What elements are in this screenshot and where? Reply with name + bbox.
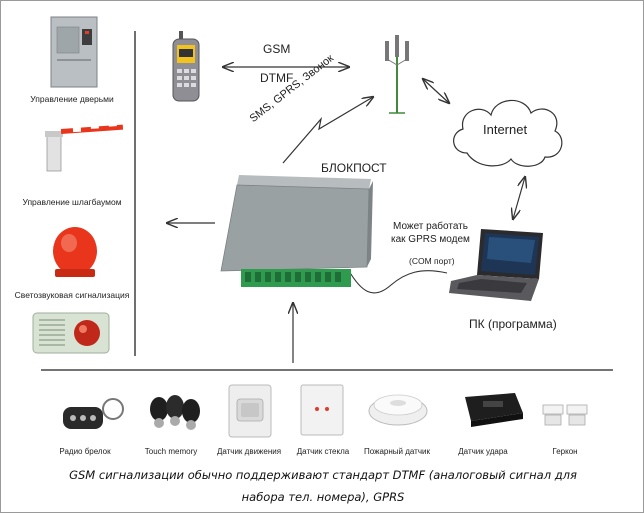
siren-label: Светозвуковая сигнализация — [14, 290, 130, 300]
motion-sensor-icon — [228, 384, 272, 438]
internet-link-arrow — [423, 79, 449, 103]
door-controller-icon — [50, 16, 98, 88]
shock-sensor-label: Датчик удара — [458, 447, 508, 456]
pc-program-label: ПК (программа) — [469, 317, 557, 331]
blockpost-device — [220, 175, 373, 287]
internet-label: Internet — [483, 122, 528, 137]
touch-memory-key-icon — [150, 395, 200, 430]
glass-break-sensor-icon — [300, 384, 344, 436]
radio-keyfob-label: Радио брелок — [59, 447, 111, 456]
dtmf-label: DTMF — [260, 71, 294, 85]
sms-link-arrow — [282, 97, 373, 164]
laptop-icon — [449, 229, 543, 301]
door-control-label: Управление дверьми — [30, 94, 114, 104]
shock-sensor-icon — [465, 393, 523, 427]
com-port-label: (COM порт) — [409, 256, 455, 266]
com-cable — [348, 270, 448, 294]
barrier-gate-icon — [45, 121, 124, 172]
mobile-phone-icon — [172, 31, 200, 102]
siren-light-icon — [53, 227, 97, 277]
caption-line1: GSM сигнализации обычно поддерживают ста… — [69, 468, 577, 482]
smoke-detector-icon — [368, 394, 428, 426]
touch-memory-label: Touch memory — [144, 447, 198, 456]
smoke-detector-label: Пожарный датчик — [364, 447, 430, 456]
glass-break-sensor-label: Датчик стекла — [296, 447, 350, 456]
antenna-tower-icon — [385, 35, 409, 114]
pc-link-arrow — [513, 177, 525, 219]
barrier-control-label: Управление шлагбаумом — [22, 197, 122, 207]
radio-keyfob-icon — [63, 398, 124, 429]
speaker-siren-icon — [32, 312, 110, 354]
internet-cloud-icon — [453, 99, 563, 167]
reed-switch-label: Геркон — [552, 447, 578, 456]
blockpost-title: БЛОКПОСТ — [321, 161, 387, 175]
gsm-label: GSM — [263, 42, 291, 56]
reed-switch-icon — [542, 404, 588, 426]
motion-sensor-label: Датчик движения — [216, 447, 282, 456]
caption-line2: набора тел. номера), GPRS — [241, 490, 405, 504]
gprs-modem-note-line2: как GPRS модем — [391, 234, 470, 245]
gprs-modem-note-line1: Может работать — [393, 221, 468, 232]
